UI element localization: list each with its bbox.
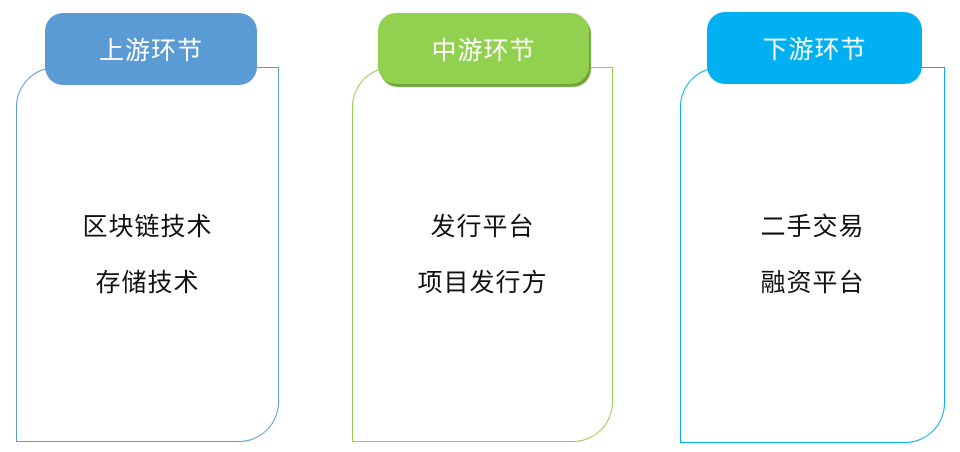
card-upstream-header: 上游环节 [45,13,257,85]
card-midstream-item-2: 项目发行方 [417,268,548,297]
card-midstream-body: 发行平台 项目发行方 [352,67,613,442]
card-downstream-item-1: 二手交易 [760,213,865,241]
card-upstream-item-1: 区块链技术 [82,212,213,241]
card-downstream-item-2: 融资平台 [760,269,865,297]
card-upstream-item-2: 存储技术 [95,268,200,297]
card-downstream-body: 二手交易 融资平台 [680,67,945,443]
card-midstream-header: 中游环节 [378,13,589,84]
card-midstream-item-1: 发行平台 [430,212,535,241]
card-downstream-header: 下游环节 [707,12,922,84]
card-upstream-body: 区块链技术 存储技术 [16,67,279,442]
